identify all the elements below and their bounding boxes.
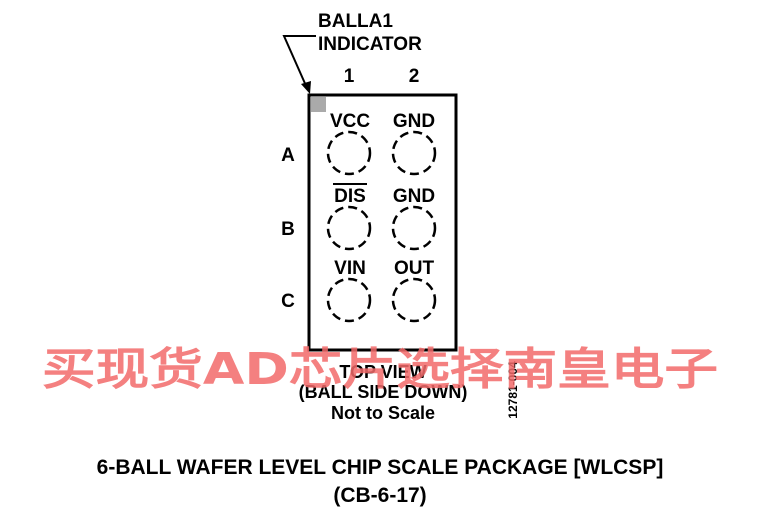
ball-b2 — [391, 205, 437, 251]
not-to-scale-label: Not to Scale — [331, 403, 435, 423]
ball-label-b1: DIS — [334, 186, 366, 207]
ball-b1 — [326, 205, 372, 251]
row-header-b: B — [281, 219, 295, 240]
row-header-a: A — [281, 145, 295, 166]
ball-a1 — [326, 130, 372, 176]
ball-a2 — [391, 130, 437, 176]
indicator-leader-line — [282, 35, 316, 89]
ball-label-a2: GND — [393, 111, 435, 132]
row-header-c: C — [281, 291, 295, 312]
column-header-2: 2 — [409, 66, 420, 87]
ball-c2 — [391, 277, 437, 323]
top-view-label: TOP VIEW — [339, 362, 426, 382]
ball-side-down-label: (BALL SIDE DOWN) — [299, 382, 468, 402]
column-header-1: 1 — [344, 66, 355, 87]
package-code: (CB-6-17) — [333, 484, 426, 507]
ball-label-a1: VCC — [330, 111, 370, 132]
document-id: 12781-004 — [506, 361, 520, 419]
indicator-arrowhead — [301, 81, 311, 94]
indicator-label-line2: INDICATOR — [318, 34, 422, 55]
ball-c1 — [326, 277, 372, 323]
indicator-label-line1: BALLA1 — [318, 11, 393, 32]
ball-label-b2: GND — [393, 186, 435, 207]
watermark-text: 买现货AD芯片选择南皇电子 — [42, 344, 718, 395]
ball-a1-indicator-mark — [311, 97, 326, 112]
package-title: 6-BALL WAFER LEVEL CHIP SCALE PACKAGE [W… — [97, 456, 664, 479]
ball-label-c2: OUT — [394, 258, 435, 279]
ball-label-c1: VIN — [334, 258, 366, 279]
package-outline — [307, 93, 458, 352]
